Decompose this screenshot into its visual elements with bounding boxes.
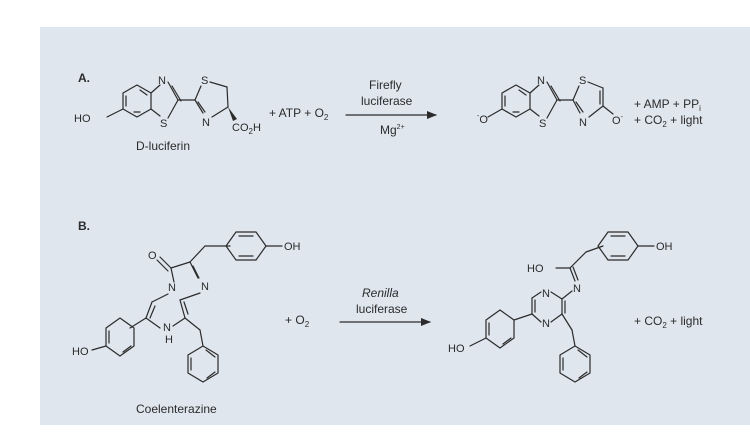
enzyme-a-line1: Firefly — [369, 78, 402, 92]
amide-n: N — [573, 283, 581, 295]
nh-n: N — [163, 322, 171, 334]
enol-ho: HO — [527, 263, 544, 275]
product-hydroxybenzyl-ring — [597, 231, 639, 261]
bridge-n: N — [168, 282, 176, 294]
wedge-bond — [228, 107, 237, 121]
enzyme-b-line1: Renilla — [362, 286, 399, 300]
product-thiazole2-n: N — [579, 117, 587, 129]
product-benzyl-ring — [559, 345, 591, 383]
hydroxybenzyl-ring — [225, 231, 267, 261]
panel-a-label: A. — [78, 71, 90, 85]
d-luciferin-structure: HO N S S N CO2H — [74, 75, 261, 136]
product-thiazole-n: N — [537, 75, 545, 87]
panel-b-label: B. — [78, 219, 90, 233]
enolate-o: O- — [612, 114, 624, 127]
phenoxide-o: -O — [477, 113, 488, 126]
imidazole-n: N — [201, 281, 209, 293]
oh-bond — [106, 108, 124, 118]
ho-label-2: HO — [72, 346, 89, 358]
coelenteramide-structure: N N N HO OH HO — [448, 231, 673, 383]
hydroxyphenyl-ring — [105, 317, 135, 357]
o2-text-b: + O2 — [285, 313, 310, 329]
cofactor-text: Mg2+ — [380, 123, 405, 137]
co2h-label: CO2H — [232, 122, 261, 136]
thiazoline-n: N — [202, 117, 210, 129]
product-thiazole-s: S — [539, 118, 546, 130]
enzyme-a-line2: luciferase — [361, 94, 413, 108]
product-thiazole2-s: S — [579, 75, 586, 87]
oh-label-3: OH — [656, 241, 673, 253]
ho-label: HO — [74, 113, 91, 125]
oh-label-1: OH — [284, 241, 301, 253]
pyrazine-n1: N — [542, 288, 550, 300]
ho-label-4: HO — [448, 343, 465, 355]
products-a-line2: + CO2 + light — [634, 113, 703, 129]
thiazoline-s: S — [201, 75, 208, 87]
thiazole-n: N — [158, 75, 166, 87]
reaction-panel — [40, 27, 750, 425]
coelenterazine-name: Coelenterazine — [136, 402, 217, 416]
product-hydroxyphenyl-ring — [485, 309, 515, 349]
carbonyl-o: O — [148, 250, 157, 262]
pyrazine-n2: N — [542, 318, 550, 330]
nh-h: H — [165, 334, 173, 346]
products-b-text: + CO2 + light — [634, 314, 703, 330]
atp-o2-text: + ATP + O2 — [269, 106, 329, 122]
d-luciferin-name: D-luciferin — [136, 139, 190, 153]
thiazole-s: S — [160, 118, 167, 130]
oxyluciferin-structure: -O N S S N O- — [477, 75, 624, 130]
enzyme-b-line2: luciferase — [356, 302, 408, 316]
coelenterazine-structure: N N O OH N H HO — [72, 231, 301, 383]
products-a-line1: + AMP + PPi — [634, 97, 701, 113]
benzyl-ring — [187, 345, 219, 383]
